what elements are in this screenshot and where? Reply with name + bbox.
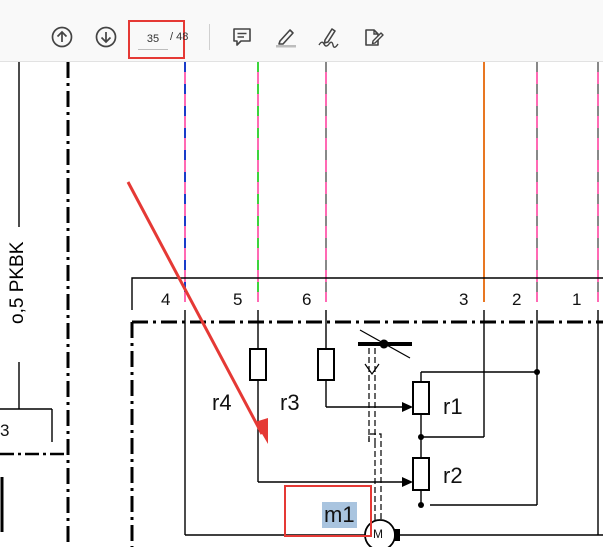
edit-button[interactable] [358, 20, 390, 54]
document-page[interactable]: o,5 PKBK 4 5 6 3 2 1 3 r4 r3 r1 r2 M m1 [0, 62, 603, 547]
pin-label-3: 3 [459, 290, 469, 309]
pin-label-2: 2 [512, 290, 522, 309]
arrow-down-circle-icon [95, 26, 117, 48]
pdf-toolbar: / 48 [0, 0, 603, 62]
pin-label-4: 4 [161, 290, 171, 309]
motor-label: M [373, 527, 383, 541]
page-number-input[interactable] [138, 29, 168, 50]
wire-label: o,5 PKBK [7, 241, 28, 324]
signature-icon [318, 28, 339, 48]
resistor-label-r1: r1 [443, 394, 463, 419]
comment-icon [233, 28, 251, 46]
arrow-up-circle-icon [51, 26, 73, 48]
pin-label-1: 1 [572, 290, 582, 309]
m1-annotation-box [284, 485, 372, 537]
next-page-button[interactable] [90, 20, 122, 54]
highlighter-icon [276, 29, 296, 48]
pin-label-6: 6 [302, 290, 312, 309]
highlight-button[interactable] [270, 20, 302, 54]
pin-label-5: 5 [233, 290, 243, 309]
resistor-label-r2: r2 [443, 463, 463, 488]
page-number-highlight: / 48 [128, 20, 189, 59]
toolbar-separator [209, 24, 210, 50]
resistor-label-r3: r3 [280, 390, 300, 415]
edit-document-icon [365, 29, 384, 46]
prev-page-button[interactable] [46, 20, 78, 54]
left-pin-label: 3 [0, 421, 10, 440]
component-label-m1[interactable]: m1 [322, 502, 357, 529]
resistor-label-r4: r4 [212, 390, 232, 415]
comment-button[interactable] [226, 20, 258, 54]
sign-button[interactable] [313, 20, 345, 54]
page-total: / 48 [170, 31, 189, 43]
